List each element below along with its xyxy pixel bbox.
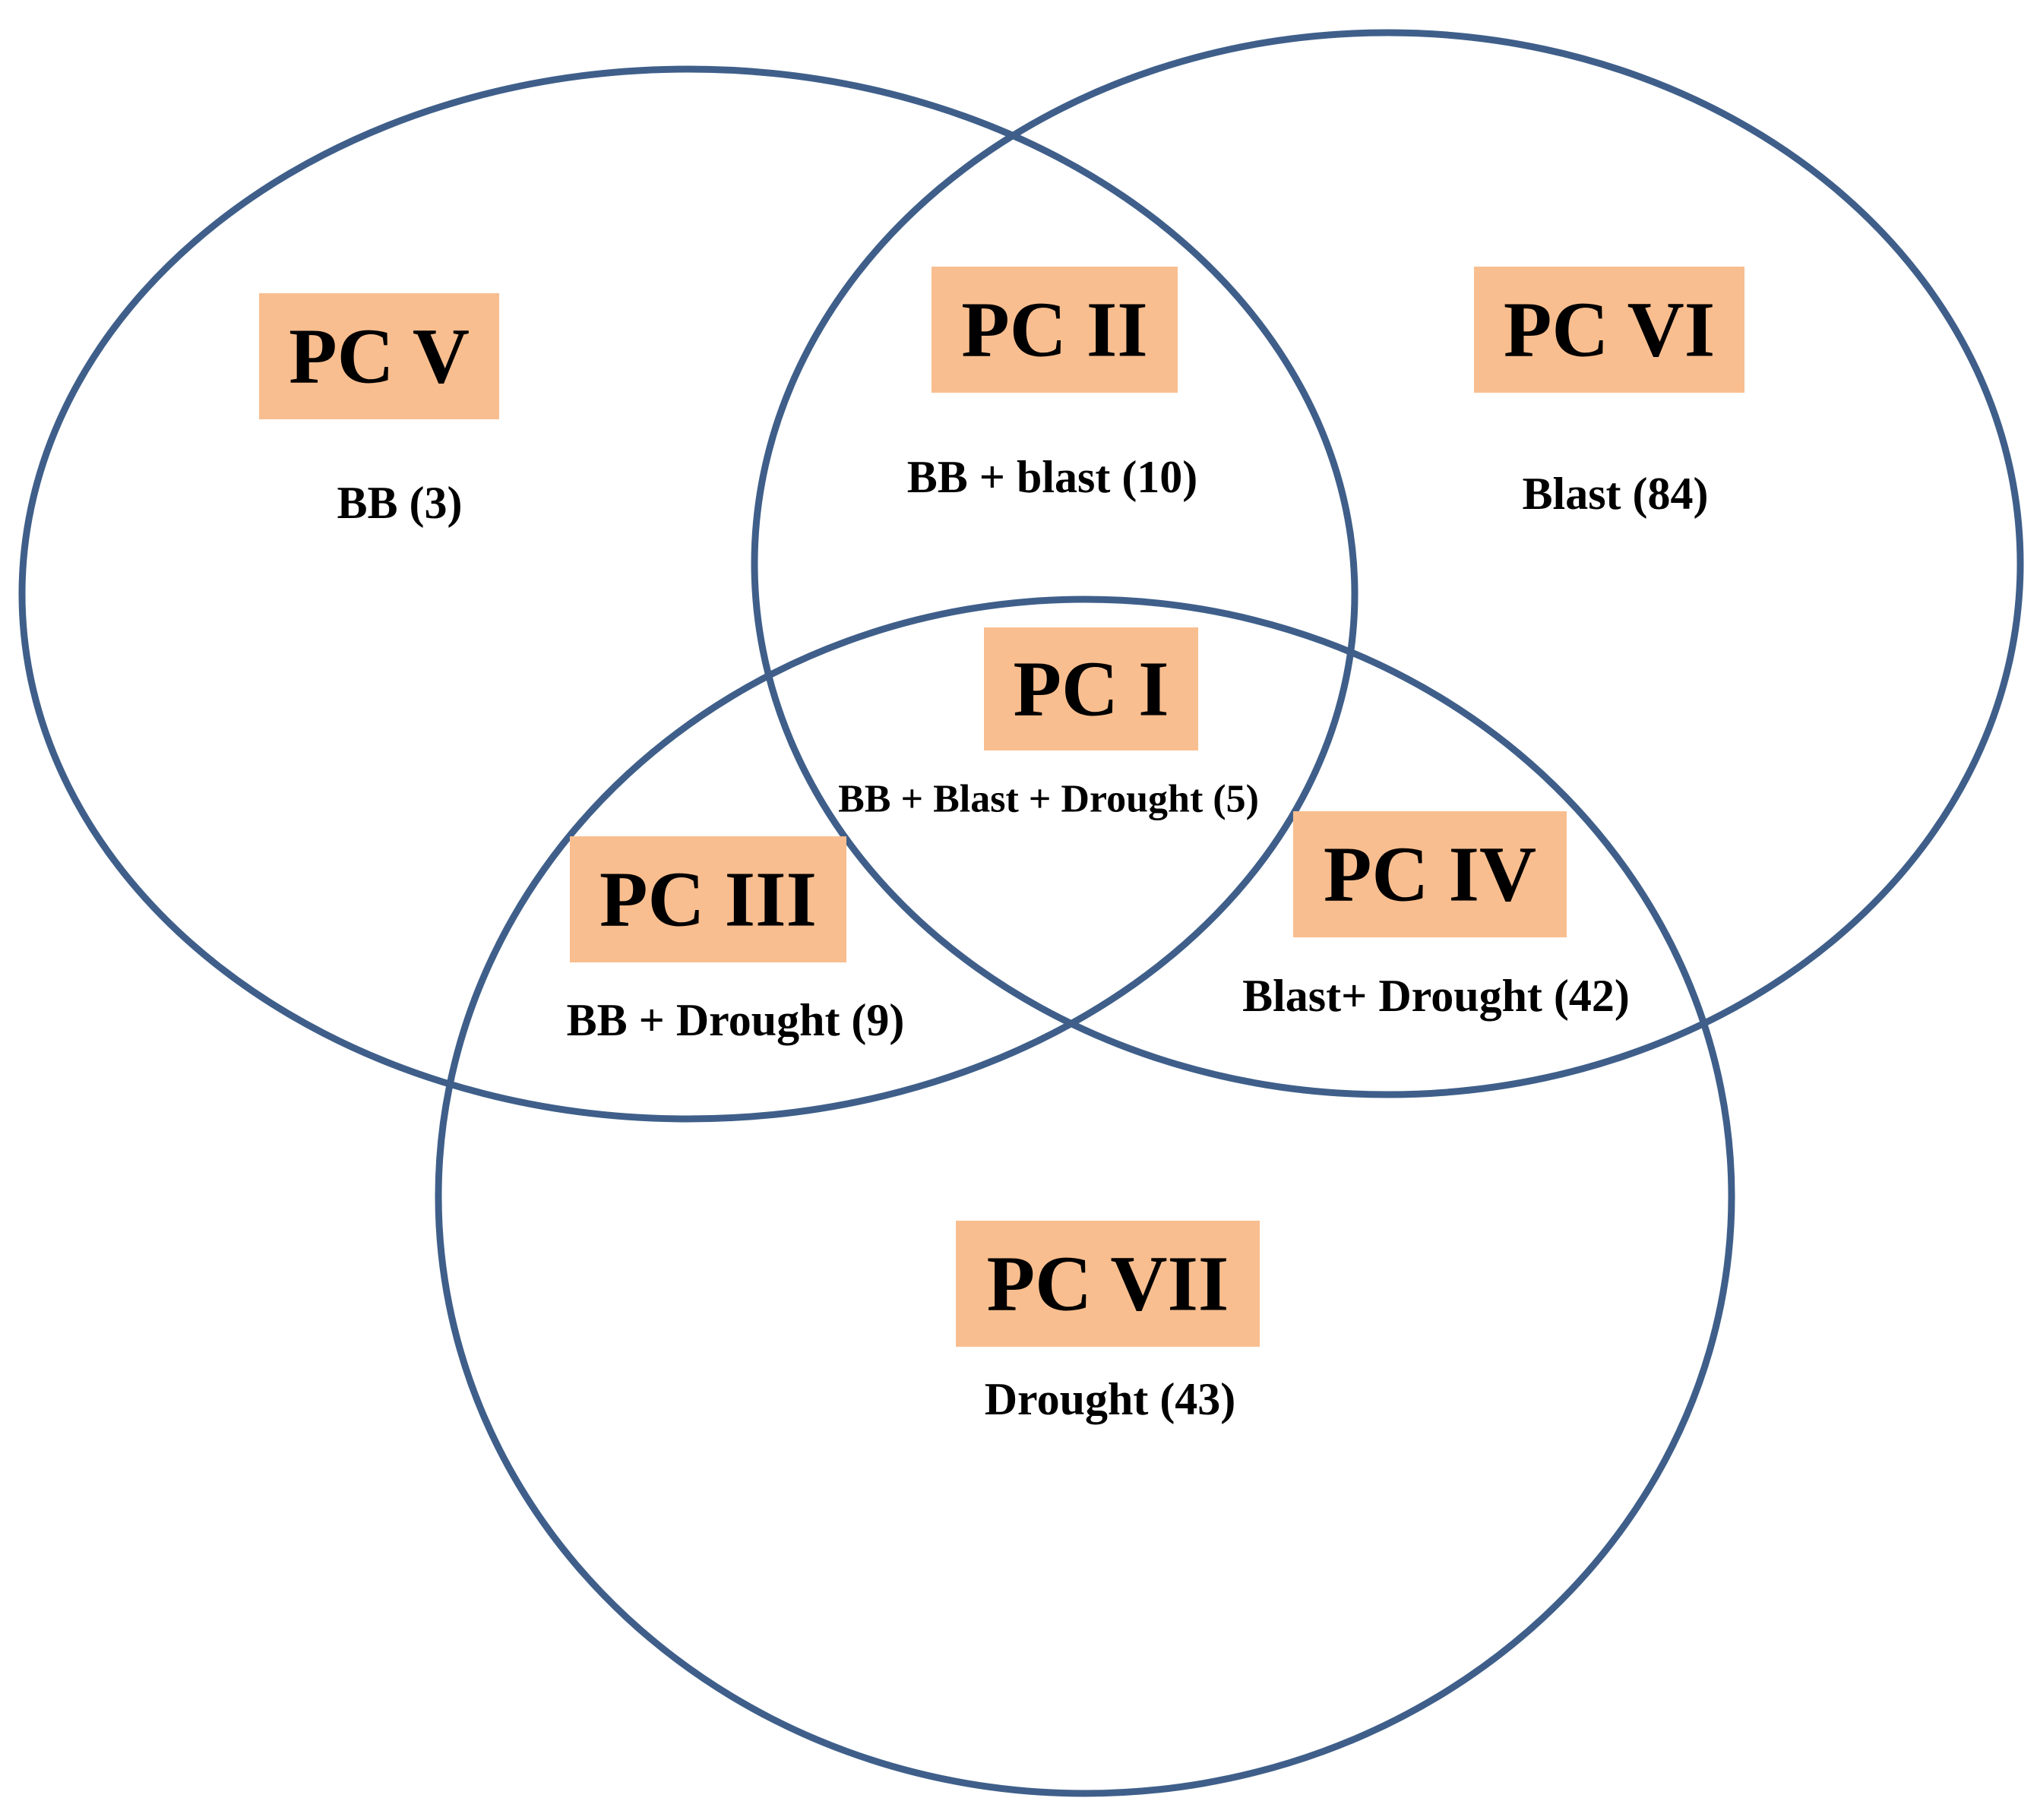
region-pc-i: PC I BB + Blast + Drought (5) — [838, 627, 1259, 821]
region-pc-vii: PC VII Drought (43) — [956, 1221, 1260, 1424]
region-label: Blast (84) — [1523, 469, 1709, 519]
pc-label-box — [956, 1221, 1260, 1347]
pc-label-box — [1293, 811, 1567, 937]
region-pc-v: PC V BB (3) — [259, 293, 499, 528]
region-pc-iv: PC IV Blast+ Drought (42) — [1242, 811, 1630, 1021]
region-label: Drought (43) — [985, 1374, 1236, 1424]
set-outline-bottom — [435, 596, 1735, 1797]
region-label: BB + Drought (9) — [567, 995, 905, 1045]
set-outline-left — [18, 65, 1359, 1123]
pc-label-box — [1474, 267, 1744, 393]
pc-label-box — [984, 627, 1198, 750]
pc-label: PC I — [1013, 646, 1169, 733]
pc-label: PC IV — [1324, 831, 1536, 918]
set-outline-right — [751, 29, 2024, 1098]
region-label: BB (3) — [337, 478, 463, 528]
pc-label: PC III — [599, 856, 817, 943]
region-pc-ii: PC II BB + blast (10) — [907, 267, 1198, 502]
region-label: Blast+ Drought (42) — [1242, 971, 1630, 1021]
region-pc-vi: PC VI Blast (84) — [1474, 267, 1744, 519]
region-pc-iii: PC III BB + Drought (9) — [567, 836, 905, 1045]
pc-label: PC VII — [987, 1240, 1229, 1328]
pc-label: PC II — [961, 286, 1148, 374]
region-label: BB + Blast + Drought (5) — [838, 778, 1259, 821]
pc-label-box — [259, 293, 499, 419]
pc-label: PC V — [289, 313, 470, 400]
pc-label-box — [570, 836, 846, 962]
pc-label-box — [932, 267, 1178, 393]
pc-label: PC VI — [1504, 286, 1715, 374]
region-label: BB + blast (10) — [907, 452, 1198, 502]
